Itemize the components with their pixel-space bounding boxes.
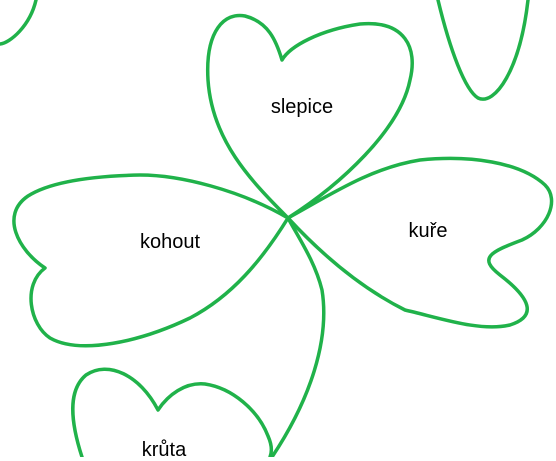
heart-leaf-left [14,175,288,346]
partial-leaf-top-left [0,0,36,44]
heart-leaf-right [288,158,552,326]
leaf-label-bottom: krůta [142,440,186,460]
leaf-label-top: slepice [271,97,333,117]
leaf-label-right: kuře [409,221,448,241]
stem-leaf-bottom [272,218,324,457]
partial-leaf-top-right [438,0,528,99]
leaf-label-left: kohout [140,232,200,252]
